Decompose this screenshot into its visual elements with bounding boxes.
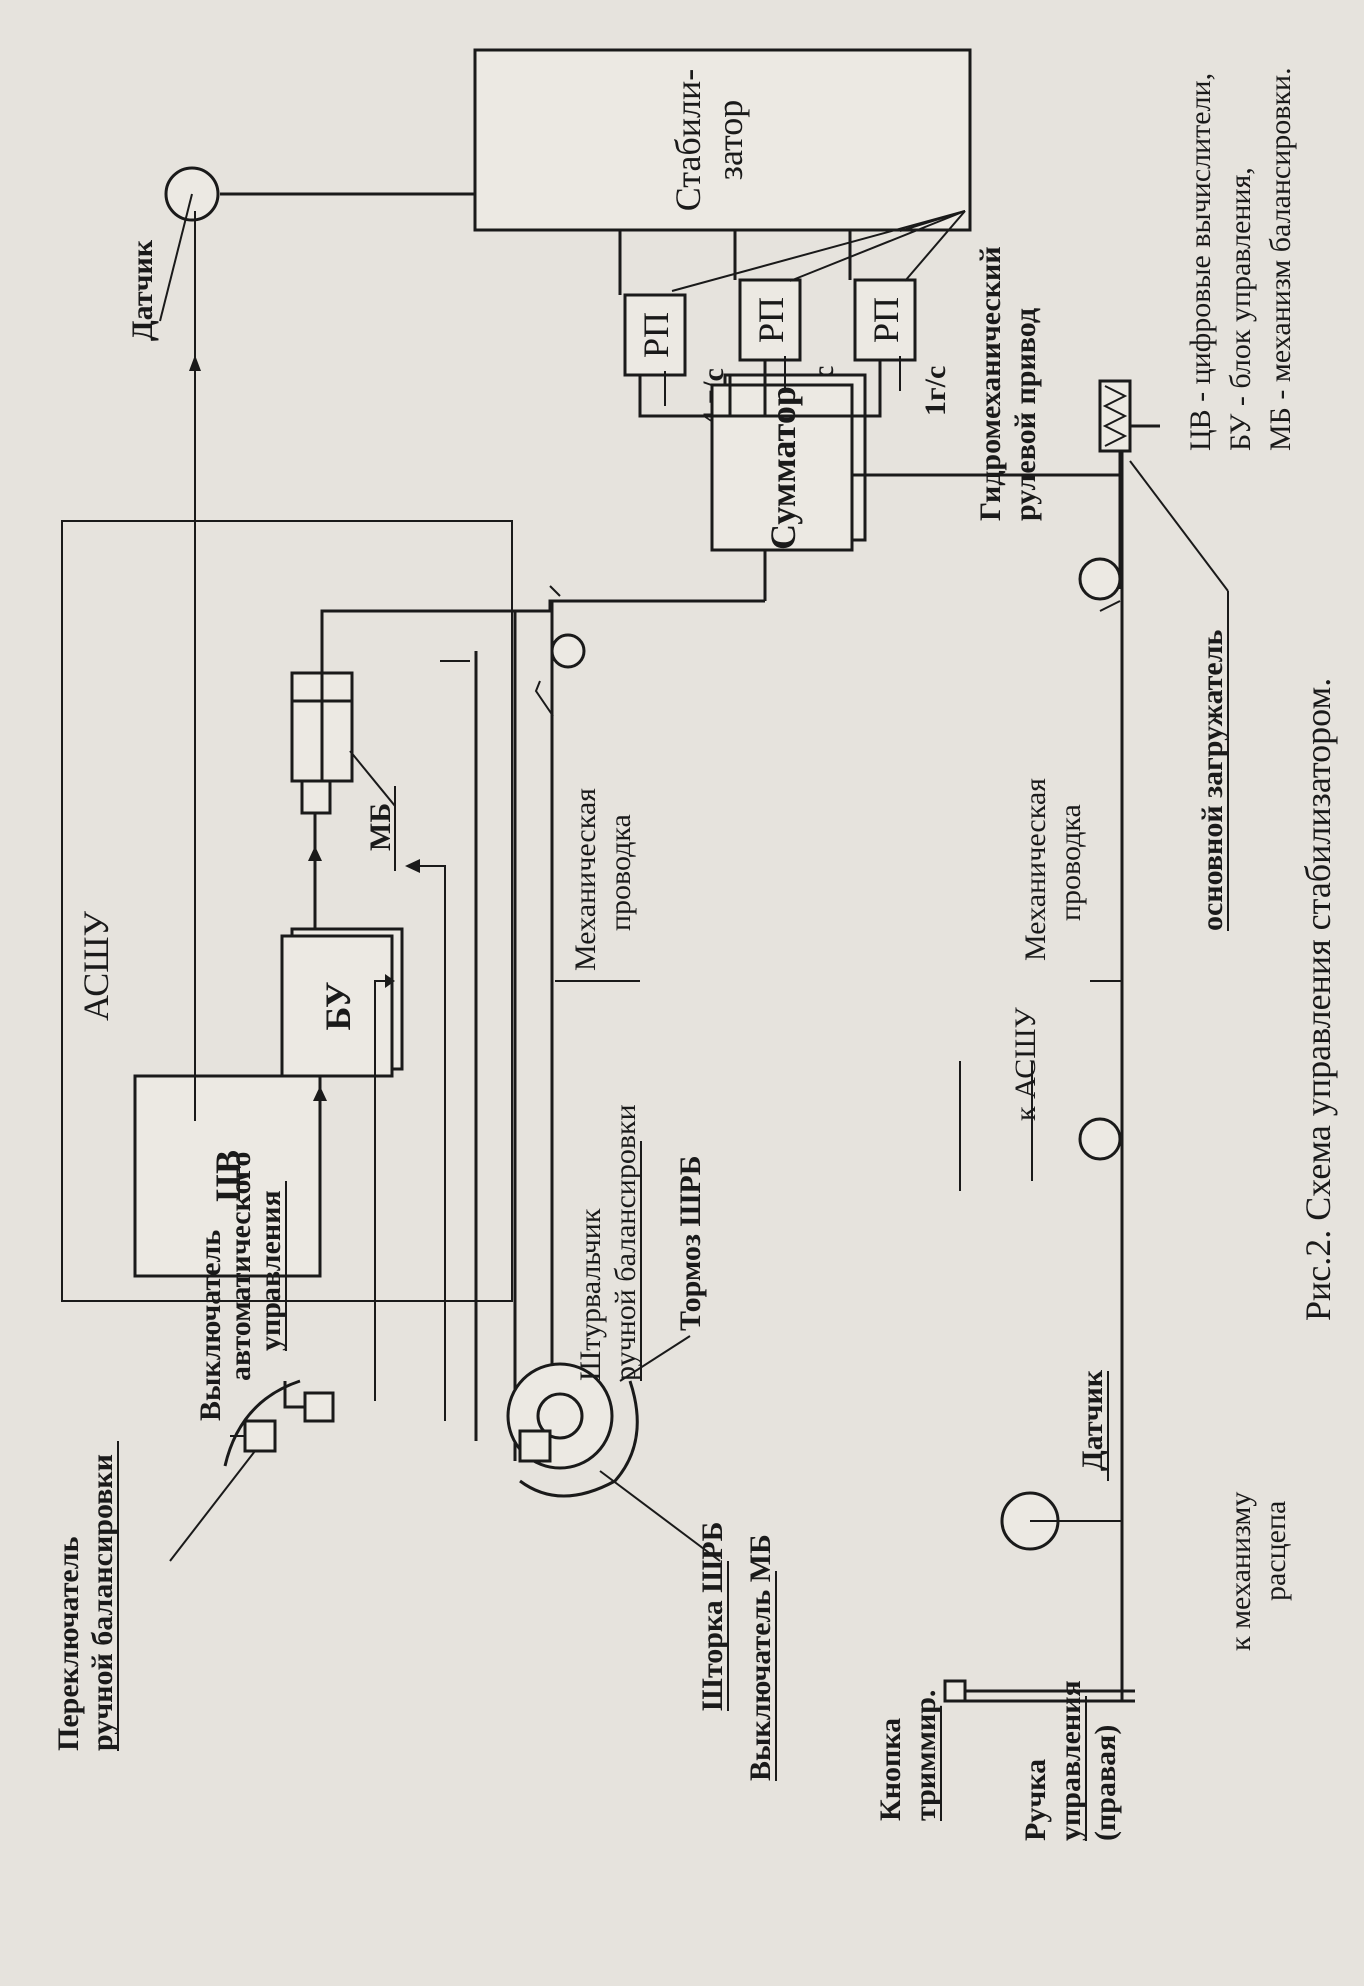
figure-caption: Рис.2. Схема управления стабилизатором. <box>1298 678 1338 1321</box>
auto-off-switch-body <box>303 1391 335 1423</box>
brake-label: Тормоз ШРБ <box>674 1155 707 1331</box>
trim-button <box>943 1679 967 1703</box>
tsv-block <box>133 1074 322 1278</box>
pulley-lower <box>1078 557 1122 601</box>
tsv-label: ЦВ <box>208 1150 248 1202</box>
manual-switch-arrowhead <box>405 859 420 873</box>
shutter-label: Шторка ШРБ <box>696 1522 729 1711</box>
bus-tick-1 <box>549 585 561 597</box>
wheel-shutter-arc <box>519 1380 639 1498</box>
manual-switch-label-1: Переключатель <box>52 1536 85 1751</box>
wire-upper-bus <box>320 599 765 673</box>
auto-off-switch-lever <box>283 1381 305 1409</box>
summator-block <box>710 383 854 552</box>
manual-switch-label-2: ручной балансировки <box>86 1454 119 1751</box>
trim-label-1: Кнопка <box>874 1718 907 1821</box>
mech2-label-1: Механическая <box>1019 778 1052 961</box>
rate-label-3: 1г/с <box>919 366 952 416</box>
auto-off-label-1: Выключатель <box>194 1230 227 1421</box>
actuator-label-2: РП <box>751 297 791 343</box>
pulley-lower-2 <box>1078 1117 1122 1161</box>
to-asshu-label: к АСШУ <box>1009 1006 1042 1121</box>
bu-block <box>280 934 394 1078</box>
feedback-arrowhead <box>189 355 201 371</box>
bu-arrowhead <box>313 1086 327 1101</box>
stabilizer-label-1: Стабили- <box>668 69 708 212</box>
stabilizer-block <box>473 48 972 232</box>
drive-leader-4 <box>899 210 966 232</box>
mech2-label-2: проводка <box>1054 804 1087 921</box>
legend-line-1: ЦВ - цифровые вычислители, <box>1184 73 1217 451</box>
actuator-block-1 <box>623 293 687 377</box>
handle-label-1: Ручка <box>1019 1759 1052 1841</box>
mb-rod <box>300 779 332 815</box>
legend-line-2: БУ - блок управления, <box>1224 167 1257 451</box>
auto-switch-arrowhead <box>385 974 395 988</box>
uncoupling-label-1: к механизму <box>1224 1492 1257 1651</box>
brake-leader <box>619 1335 691 1382</box>
wheel-inner <box>536 1392 584 1440</box>
wire-manual-switch <box>420 865 446 1421</box>
mb-arrowhead <box>308 846 322 861</box>
loader-spring <box>1102 385 1128 447</box>
pulley-upper <box>550 633 586 669</box>
actuator-label-3: РП <box>866 297 906 343</box>
loader-spring-box <box>1098 379 1132 453</box>
drive-label-1: Гидромеханический <box>974 246 1007 521</box>
mech1-label-1: Механическая <box>569 788 602 971</box>
mb-off-switch-body <box>518 1429 552 1463</box>
drive-leader-3 <box>904 210 966 282</box>
drive-leader-2 <box>789 210 966 282</box>
shutter-leader <box>599 1470 721 1562</box>
uncoupling-label-2: расцепа <box>1259 1501 1292 1601</box>
trim-label-2: триммир. <box>909 1690 942 1821</box>
rotated-diagram: Стабили- затор РП РП РП 4 г/с 2г/с 1г/с … <box>52 48 1338 1841</box>
manual-switch-arc <box>223 1379 301 1467</box>
actuator-label-1: РП <box>636 312 676 358</box>
actuator-block-3 <box>853 278 917 362</box>
wheel-label-1: Штурвальчик <box>574 1208 607 1381</box>
mb-label: МБ <box>364 803 397 851</box>
handle-label-2: управления <box>1054 1680 1087 1841</box>
wheel-label-2: ручной балансировки <box>609 1104 642 1381</box>
drive-leader-1 <box>671 210 966 292</box>
loader-leader <box>1129 460 1229 592</box>
pulley-upper-link <box>534 680 554 717</box>
auto-off-label-3: управления <box>254 1190 287 1351</box>
asshu-label: АСШУ <box>76 910 116 1021</box>
sensor-top-leader <box>159 193 193 322</box>
bu-label: БУ <box>318 982 358 1031</box>
drive-label-2: рулевой привод <box>1009 308 1042 521</box>
loader-label: основной загружатель <box>1196 629 1229 931</box>
handle-label-3: (правая) <box>1089 1725 1122 1841</box>
auto-off-label-2: автоматического <box>224 1152 257 1381</box>
summator-label: Сумматор <box>763 386 803 550</box>
legend-line-3: МБ - механизм балансировки. <box>1264 67 1297 451</box>
wire-rp3-bus <box>765 360 882 418</box>
mb-off-label: Выключатель МБ <box>744 1534 777 1781</box>
mech1-label-2: проводка <box>604 814 637 931</box>
manual-switch-leader <box>169 1450 256 1562</box>
pulley-lower-link <box>1099 600 1121 612</box>
mb-leader <box>349 750 396 807</box>
wire-rp1-bus <box>638 375 668 418</box>
wire-auto-switch <box>374 980 385 1401</box>
sensor-top-label: Датчик <box>126 239 159 341</box>
actuator-block-2 <box>738 278 802 362</box>
manual-switch-body <box>243 1419 277 1453</box>
sensor-bottom-label: Датчик <box>1076 1369 1109 1471</box>
stabilizer-label-2: затор <box>710 100 750 181</box>
